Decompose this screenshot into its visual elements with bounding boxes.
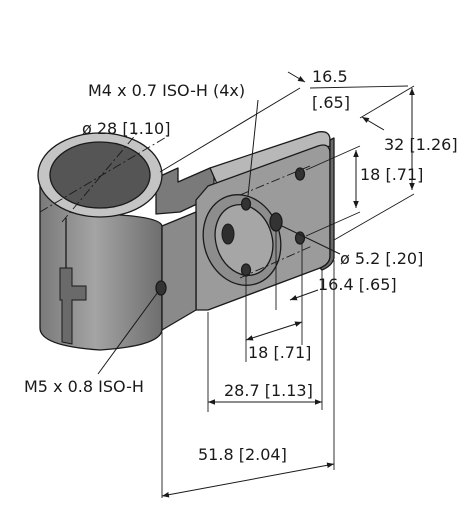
bracket-body — [37, 131, 335, 351]
hole-5-2 — [269, 212, 283, 232]
m4-hole-2 — [240, 263, 252, 277]
m4-hole-3 — [294, 167, 306, 181]
label-height: 32 [1.26] — [384, 135, 458, 154]
m4-hole-1 — [240, 197, 252, 211]
dimension-lines — [97, 71, 415, 498]
label-hole-diameter: ø 5.2 [.20] — [340, 249, 423, 268]
dimension-labels: M4 x 0.7 ISO-H (4x) ø 28 [1.10] 16.5 [.6… — [24, 67, 458, 464]
m4-hole-4 — [294, 231, 306, 245]
label-dim-16-5-inch: [.65] — [312, 93, 350, 112]
label-width-mid: 28.7 [1.13] — [224, 381, 313, 400]
label-thread-side: M5 x 0.8 ISO-H — [24, 377, 144, 396]
clamp-slot — [59, 267, 87, 345]
clamp-bore — [49, 141, 151, 209]
counterbore-hole — [221, 223, 235, 245]
label-clamp-diameter: ø 28 [1.10] — [82, 119, 170, 138]
label-hole-spacing-horizontal: 18 [.71] — [248, 343, 311, 362]
label-dim-16-5: 16.5 — [312, 67, 348, 86]
plate-neck — [161, 211, 197, 331]
label-offset: 16.4 [.65] — [318, 275, 397, 294]
label-hole-spacing-vertical: 18 [.71] — [360, 165, 423, 184]
m5-hole — [155, 280, 167, 296]
label-thread-top: M4 x 0.7 ISO-H (4x) — [88, 81, 245, 100]
counterbore-inner — [214, 204, 274, 276]
label-width-total: 51.8 [2.04] — [198, 445, 287, 464]
